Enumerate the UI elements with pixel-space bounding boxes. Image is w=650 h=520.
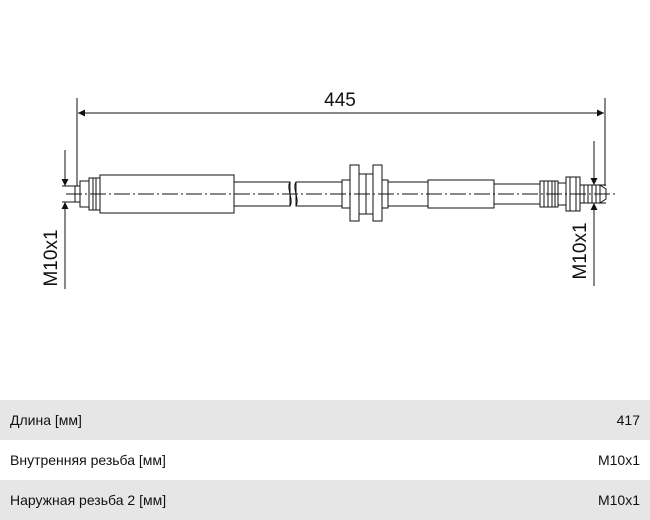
hose-body [74,164,607,222]
spec-value: M10x1 [480,480,650,520]
right-thread-label: M10x1 [570,222,591,279]
left-thread-dimension: M10x1 [41,150,75,289]
brake-hose-drawing: 445 [41,90,618,289]
spec-label: Наружная резьба 2 [мм] [0,480,481,520]
spec-table: Длина [мм] 417 Внутренняя резьба [мм] M1… [0,400,650,520]
spec-row-length: Длина [мм] 417 [0,400,650,440]
left-thread-label: M10x1 [41,229,62,286]
length-dimension: 445 [76,90,606,186]
spec-row-external-thread: Наружная резьба 2 [мм] M10x1 [0,480,650,520]
spec-value: M10x1 [597,452,640,468]
spec-label: Внутренняя резьба [мм] [10,452,166,468]
right-thread-dimension: M10x1 [570,141,606,286]
spec-label: Длина [мм] [0,400,481,440]
length-dimension-label: 445 [324,90,356,111]
spec-value: 417 [480,400,650,440]
spec-row-internal-thread: Внутренняя резьба [мм] M10x1 [0,440,650,480]
